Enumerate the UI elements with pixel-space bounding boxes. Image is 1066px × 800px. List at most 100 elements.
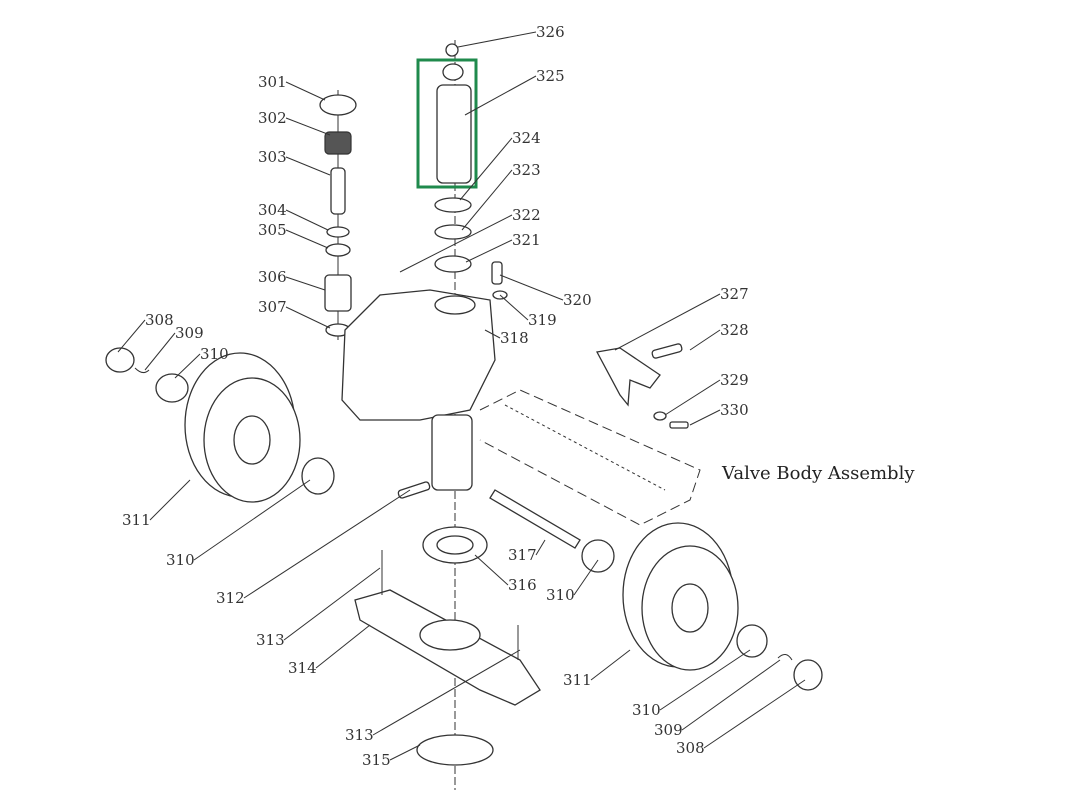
part-310-bearing-right xyxy=(736,624,768,658)
part-310-bearing-inner-left xyxy=(301,457,335,495)
leader-line-301 xyxy=(285,81,326,101)
leader-line-323 xyxy=(461,169,513,231)
part-321-seal xyxy=(434,255,472,273)
part-306-sleeve xyxy=(324,274,352,312)
part-302-seal xyxy=(324,131,352,155)
part-301-cap xyxy=(319,94,357,116)
lower-cylinder xyxy=(431,414,473,491)
callout-320: 320 xyxy=(563,291,592,309)
part-325-piston xyxy=(436,84,472,184)
wheel-left-hub xyxy=(233,415,271,465)
part-316-inner xyxy=(436,535,474,555)
part-328-pin xyxy=(651,343,683,359)
valve-body-assembly-label: Valve Body Assembly xyxy=(721,463,915,484)
callout-317: 317 xyxy=(508,546,537,564)
part-326-ball xyxy=(445,43,459,57)
leader-line-313 xyxy=(283,567,381,641)
leader-line-306 xyxy=(285,276,326,291)
leader-line-310 xyxy=(659,649,751,711)
part-309-clip-right xyxy=(777,654,793,661)
callout-312: 312 xyxy=(216,589,245,607)
leader-line-302 xyxy=(285,117,331,136)
leader-line-307 xyxy=(285,306,331,329)
leader-line-310 xyxy=(193,479,311,561)
leader-line-312 xyxy=(243,489,411,599)
leader-line-322 xyxy=(399,214,513,273)
callout-327: 327 xyxy=(720,285,749,303)
leader-line-310 xyxy=(573,559,599,596)
leader-line-321 xyxy=(465,239,513,263)
callout-325: 325 xyxy=(536,67,565,85)
parts-drawing xyxy=(105,40,823,790)
leader-line-327 xyxy=(614,293,721,351)
callout-318: 318 xyxy=(500,329,529,347)
callout-301: 301 xyxy=(258,73,287,91)
part-324-seal xyxy=(434,197,472,213)
valve-body-parts xyxy=(504,404,666,491)
leader-line-316 xyxy=(474,554,509,586)
callout-310: 310 xyxy=(200,345,229,363)
callout-311: 311 xyxy=(122,511,151,529)
callout-321: 321 xyxy=(512,231,541,249)
callout-309: 309 xyxy=(654,721,683,739)
part-303-rod xyxy=(330,167,346,215)
leader-line-329 xyxy=(664,379,721,416)
callout-324: 324 xyxy=(512,129,541,147)
callout-310: 310 xyxy=(546,586,575,604)
callout-314: 314 xyxy=(288,659,317,677)
part-312-pin xyxy=(397,481,431,499)
leader-line-308 xyxy=(703,679,806,749)
part-309-clip-left xyxy=(134,367,150,374)
leader-line-309 xyxy=(144,332,176,371)
part-320-screw xyxy=(491,261,503,285)
part-317-shaft xyxy=(489,489,581,549)
leader-line-303 xyxy=(285,156,331,176)
callout-303: 303 xyxy=(258,148,287,166)
leader-line-311 xyxy=(590,649,631,681)
callout-304: 304 xyxy=(258,201,287,219)
callout-326: 326 xyxy=(536,23,565,41)
callout-330: 330 xyxy=(720,401,749,419)
part-315-snap-ring xyxy=(416,734,494,766)
callout-302: 302 xyxy=(258,109,287,127)
part-304-washer xyxy=(326,226,350,238)
leader-line-319 xyxy=(499,294,529,321)
leader-line-320 xyxy=(499,274,564,301)
callout-315: 315 xyxy=(362,751,391,769)
callout-310: 310 xyxy=(632,701,661,719)
callout-308: 308 xyxy=(676,739,705,757)
callout-310: 310 xyxy=(166,551,195,569)
part-330-screw xyxy=(669,421,689,429)
callout-323: 323 xyxy=(512,161,541,179)
highlight-box-part-325 xyxy=(416,58,478,189)
callout-306: 306 xyxy=(258,268,287,286)
valve-body-dashed-box xyxy=(479,389,701,526)
fork-bore xyxy=(419,619,481,651)
callout-307: 307 xyxy=(258,298,287,316)
leader-line-328 xyxy=(689,329,721,351)
callout-313: 313 xyxy=(345,726,374,744)
callout-313: 313 xyxy=(256,631,285,649)
callout-316: 316 xyxy=(508,576,537,594)
wheel-right-hub xyxy=(671,583,709,633)
leader-line-314 xyxy=(315,624,371,669)
leader-line-325 xyxy=(464,75,537,116)
part-325-head xyxy=(442,63,464,81)
leader-line-309 xyxy=(681,659,781,731)
part-327-handle-lever xyxy=(596,347,661,407)
leader-line-317 xyxy=(535,539,546,556)
leader-line-324 xyxy=(459,137,513,201)
part-323-seal xyxy=(434,224,472,240)
part-310-bearing-left xyxy=(155,373,189,403)
callout-308: 308 xyxy=(145,311,174,329)
callout-322: 322 xyxy=(512,206,541,224)
leader-line-318 xyxy=(484,329,501,339)
leader-line-313 xyxy=(372,649,521,736)
leader-line-305 xyxy=(285,229,329,249)
part-318-pump-body xyxy=(341,289,496,421)
leader-line-308 xyxy=(117,319,146,353)
callout-329: 329 xyxy=(720,371,749,389)
